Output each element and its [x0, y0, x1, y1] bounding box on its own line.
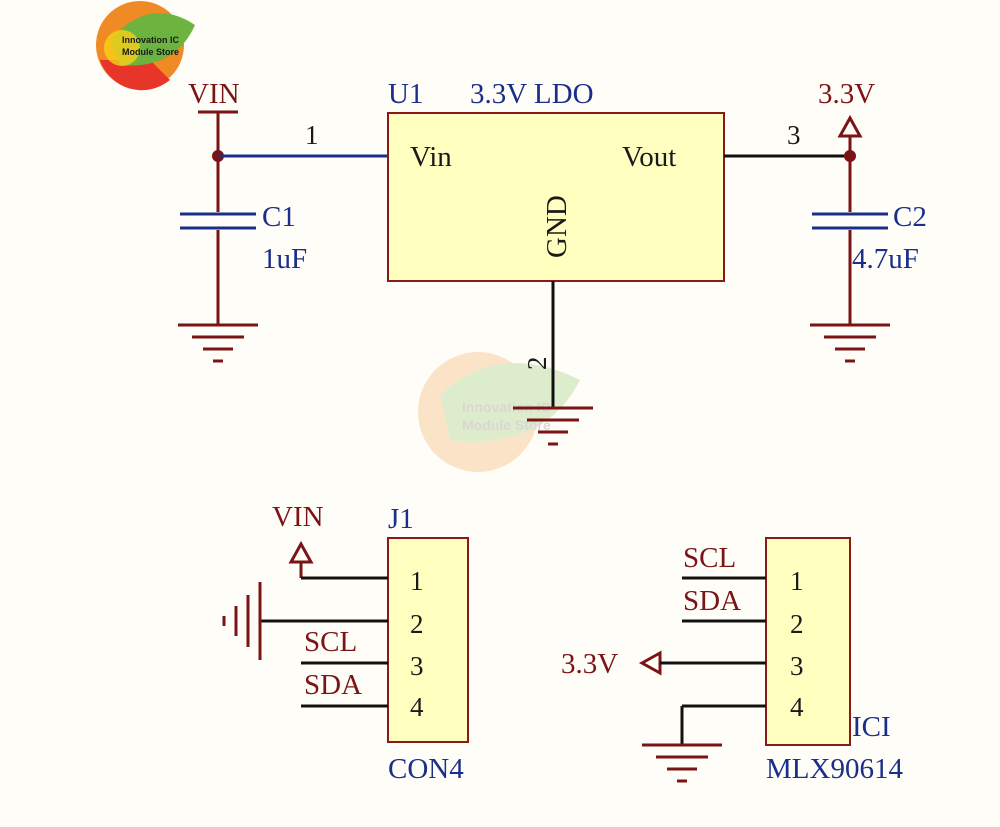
ground-symbol-sensor	[642, 743, 722, 783]
logo-text-line2: Module Store	[122, 47, 179, 57]
j1-pin3-number: 3	[410, 651, 424, 681]
c1-ref: C1	[262, 201, 296, 233]
ground-symbol-j1	[222, 582, 262, 660]
power-arrow-3v3-sensor	[638, 650, 662, 676]
sensor-body	[765, 537, 851, 746]
u1-pin3-number: 3	[787, 120, 801, 150]
j1-pin4-number: 4	[410, 692, 424, 722]
j1-signal-scl: SCL	[304, 626, 357, 658]
watermark-text-line1: Innovation IC	[462, 399, 551, 415]
u1-value: 3.3V LDO	[470, 78, 594, 110]
ground-symbol-c1	[178, 323, 258, 363]
sensor-signal-sda: SDA	[683, 585, 741, 617]
u1-pin-label-vin: Vin	[410, 141, 452, 173]
j1-ref: J1	[388, 503, 414, 535]
c2-ref: C2	[893, 201, 927, 233]
sensor-value: MLX90614	[766, 753, 903, 785]
sensor-pin2-number: 2	[790, 609, 804, 639]
watermark: Innovation IC Module Store	[418, 352, 580, 472]
c2-value: 4.7uF	[852, 243, 919, 275]
net-label-3v3-top: 3.3V	[818, 78, 875, 110]
sensor-pin3-number: 3	[790, 651, 804, 681]
j1-value: CON4	[388, 753, 464, 785]
store-logo: Innovation IC Module Store	[96, 1, 195, 91]
net-label-vin-top: VIN	[188, 78, 240, 110]
u1-pin-label-gnd: GND	[541, 195, 573, 258]
logo-ring-red	[100, 60, 170, 91]
j1-signal-sda: SDA	[304, 669, 362, 701]
ground-symbol-u1	[513, 406, 593, 446]
u1-ref: U1	[388, 78, 423, 110]
u1-pin1-number: 1	[305, 120, 319, 150]
logo-dot-yellow	[104, 30, 140, 66]
j1-pin2-number: 2	[410, 609, 424, 639]
sensor-signal-scl: SCL	[683, 542, 736, 574]
power-arrow-vin-conn	[288, 540, 314, 564]
c1-value: 1uF	[262, 243, 307, 275]
j1-body	[387, 537, 469, 743]
j1-pin1-number: 1	[410, 566, 424, 596]
sensor-pin4-number: 4	[790, 692, 804, 722]
net-label-3v3-sensor: 3.3V	[561, 648, 618, 680]
watermark-ring	[418, 352, 538, 472]
power-arrow-3v3-top	[837, 114, 863, 138]
watermark-leaf	[440, 363, 580, 442]
logo-text-line1: Innovation IC	[122, 35, 179, 45]
ground-symbol-c2	[810, 323, 890, 363]
u1-pin2-number: 2	[522, 357, 552, 371]
sensor-ref: ICI	[852, 711, 891, 743]
sensor-pin1-number: 1	[790, 566, 804, 596]
u1-pin-label-vout: Vout	[622, 141, 676, 173]
net-label-vin-conn: VIN	[272, 501, 324, 533]
u1-body	[387, 112, 725, 282]
